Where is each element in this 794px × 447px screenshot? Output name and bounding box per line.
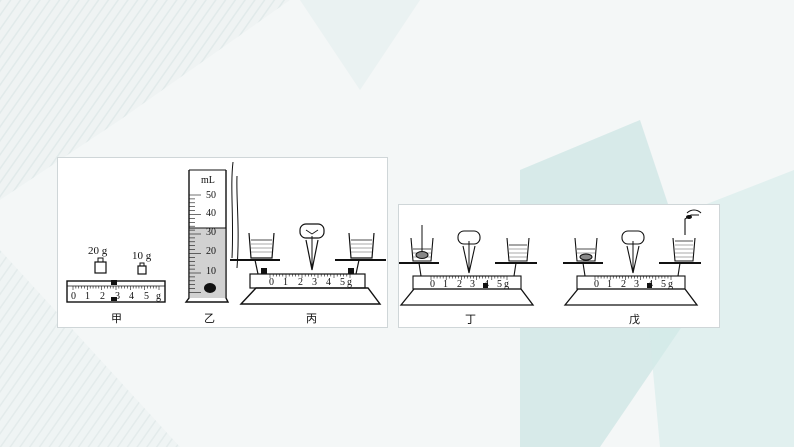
bing-scale-3: 3 xyxy=(312,277,317,288)
bing-scale-4: 4 xyxy=(326,277,331,288)
ruler-ticks xyxy=(72,286,160,290)
wu-balance-base xyxy=(563,288,699,306)
slider-rider-bottom xyxy=(111,297,117,301)
wu-left-beaker xyxy=(574,237,598,262)
slider-rider xyxy=(111,280,117,285)
ruler-label-4: 4 xyxy=(129,291,134,302)
light-shape-top xyxy=(300,0,420,90)
figure-yi: mL 50 40 30 20 10 乙 xyxy=(184,161,239,325)
ding-stone xyxy=(415,251,429,259)
ruler-label-2: 2 xyxy=(100,291,105,302)
weight-10g-knob xyxy=(139,262,145,267)
weight-20g-knob xyxy=(97,257,104,263)
figure-wu: 0 1 2 3 4 5 g 戊 xyxy=(563,209,702,326)
bing-scale-1: 1 xyxy=(283,277,288,288)
figure-jia: 20 g 10 g 0 1 2 3 4 5 g 甲 xyxy=(66,245,166,325)
caption-bing: 丙 xyxy=(306,313,317,325)
caption-wu: 戊 xyxy=(629,313,640,326)
ruler-label-unit: g xyxy=(156,291,161,302)
ding-scale-3: 3 xyxy=(470,279,475,290)
weight-10g-icon xyxy=(137,265,147,275)
cylinder-scale-50: 50 xyxy=(206,190,216,201)
figure-ding: 0 1 2 3 4 5 g 丁 xyxy=(399,225,537,326)
cylinder-scale-30: 30 xyxy=(206,227,216,238)
wu-dropper-bulb xyxy=(686,215,692,219)
right-nut xyxy=(348,268,354,274)
ruler-label-1: 1 xyxy=(85,291,90,302)
thread-line xyxy=(231,161,234,259)
ding-scale-5: 5 xyxy=(497,279,502,290)
right-beaker xyxy=(348,232,375,259)
balance-base xyxy=(239,287,382,305)
bing-scale-2: 2 xyxy=(298,277,303,288)
ding-scale-0: 0 xyxy=(430,279,435,290)
bing-scale-unit: g xyxy=(347,277,352,288)
wu-scale-1: 1 xyxy=(607,279,612,290)
ding-balance-base xyxy=(399,288,535,306)
wu-scale-3: 3 xyxy=(634,279,639,290)
wu-right-beaker xyxy=(672,237,696,262)
left-nut xyxy=(261,268,267,274)
wu-stone xyxy=(579,253,593,261)
ding-left-beaker xyxy=(410,237,434,262)
ruler-label-3: 3 xyxy=(115,291,120,302)
left-beaker xyxy=(248,232,275,259)
caption-ding: 丁 xyxy=(465,314,476,326)
weight-10g-label: 10 g xyxy=(132,250,152,262)
ding-scale-unit: g xyxy=(504,279,509,290)
ding-rider xyxy=(483,283,488,288)
ruler-label-5: 5 xyxy=(144,291,149,302)
bing-scale-5: 5 xyxy=(340,277,345,288)
wu-rider xyxy=(647,283,652,288)
wu-scale-0: 0 xyxy=(594,279,599,290)
cylinder-unit: mL xyxy=(201,175,215,186)
cylinder-scale-20: 20 xyxy=(206,246,216,257)
balance-beam-ruler xyxy=(249,273,366,289)
cylinder-scale-40: 40 xyxy=(206,208,216,219)
ruler-label-0: 0 xyxy=(71,291,76,302)
stripe-shape xyxy=(0,0,290,200)
wu-beam-ruler xyxy=(576,275,686,290)
caption-jia: 甲 xyxy=(111,313,122,325)
weight-20g-label: 20 g xyxy=(88,245,108,257)
wu-scale-2: 2 xyxy=(621,279,626,290)
weight-20g-icon xyxy=(94,261,107,274)
stone-object xyxy=(204,283,216,293)
balance-dial xyxy=(299,223,325,239)
bing-scale-0: 0 xyxy=(269,277,274,288)
right-figure-panel: 0 1 2 3 4 5 g 丁 0 1 2 xyxy=(398,204,720,328)
wu-scale-5: 5 xyxy=(661,279,666,290)
ding-scale-2: 2 xyxy=(457,279,462,290)
figure-bing: 0 1 2 3 4 5 g 丙 xyxy=(230,223,386,325)
left-figure-panel: 20 g 10 g 0 1 2 3 4 5 g 甲 mL 50 40 30 20 xyxy=(57,157,388,328)
stripe-shape-bottom xyxy=(0,250,180,447)
cylinder-scale-10: 10 xyxy=(206,266,216,277)
cylinder-ticks xyxy=(189,194,201,293)
ding-scale-1: 1 xyxy=(443,279,448,290)
wu-scale-unit: g xyxy=(668,279,673,290)
caption-yi: 乙 xyxy=(204,312,215,325)
ding-right-beaker xyxy=(506,237,530,262)
ding-beam-ruler xyxy=(412,275,522,290)
